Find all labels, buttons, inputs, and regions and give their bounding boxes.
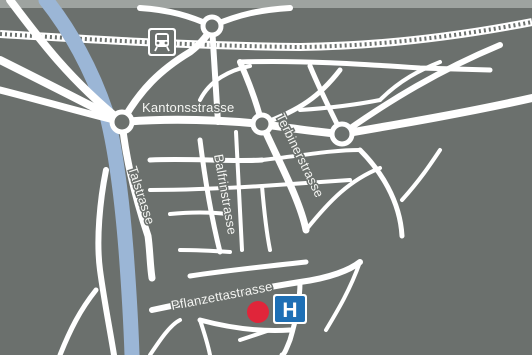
road-northeast — [339, 42, 503, 137]
street-k — [260, 184, 272, 252]
roundabout-east — [329, 121, 355, 147]
roundabout-west — [109, 109, 135, 135]
talstrasse-road — [118, 118, 156, 282]
street-g — [147, 156, 265, 164]
roundabouts — [109, 14, 355, 147]
street-p — [178, 248, 232, 254]
road-east — [338, 94, 532, 138]
terbinerstrasse-road — [258, 120, 310, 234]
street-south-3 — [187, 259, 309, 279]
street-m — [357, 147, 405, 239]
street-f — [198, 64, 252, 102]
street-a — [237, 58, 493, 73]
river — [38, 0, 140, 355]
street-south-6 — [148, 318, 182, 355]
street-l — [304, 166, 382, 232]
street-south-5 — [238, 328, 272, 342]
main-road-west-2 — [0, 86, 126, 126]
label-kantonsstrasse: Kantonsstrasse — [142, 100, 234, 115]
road-north-river — [6, 0, 126, 126]
street-i — [234, 130, 244, 252]
street-n — [400, 148, 442, 202]
hospital-icon[interactable]: H — [273, 294, 307, 324]
street-south-7 — [198, 318, 212, 355]
street-south-1 — [197, 317, 293, 333]
location-marker-icon[interactable] — [247, 301, 269, 323]
roundabout-center — [250, 112, 274, 136]
street-o — [168, 210, 230, 216]
street-south-4 — [324, 260, 362, 332]
hospital-letter: H — [282, 299, 297, 322]
railway-line — [0, 18, 532, 52]
street-h — [260, 148, 362, 162]
street-e — [378, 60, 442, 102]
pflanzettastrasse-road — [149, 259, 363, 313]
street-west-2 — [57, 287, 99, 355]
street-west-1 — [95, 167, 117, 355]
photo-strip — [0, 0, 532, 8]
roundabout-north — [200, 14, 224, 38]
street-b — [259, 67, 343, 127]
street-d — [298, 98, 382, 112]
train-icon[interactable] — [148, 28, 176, 56]
balfrinstrasse-road — [197, 137, 223, 255]
